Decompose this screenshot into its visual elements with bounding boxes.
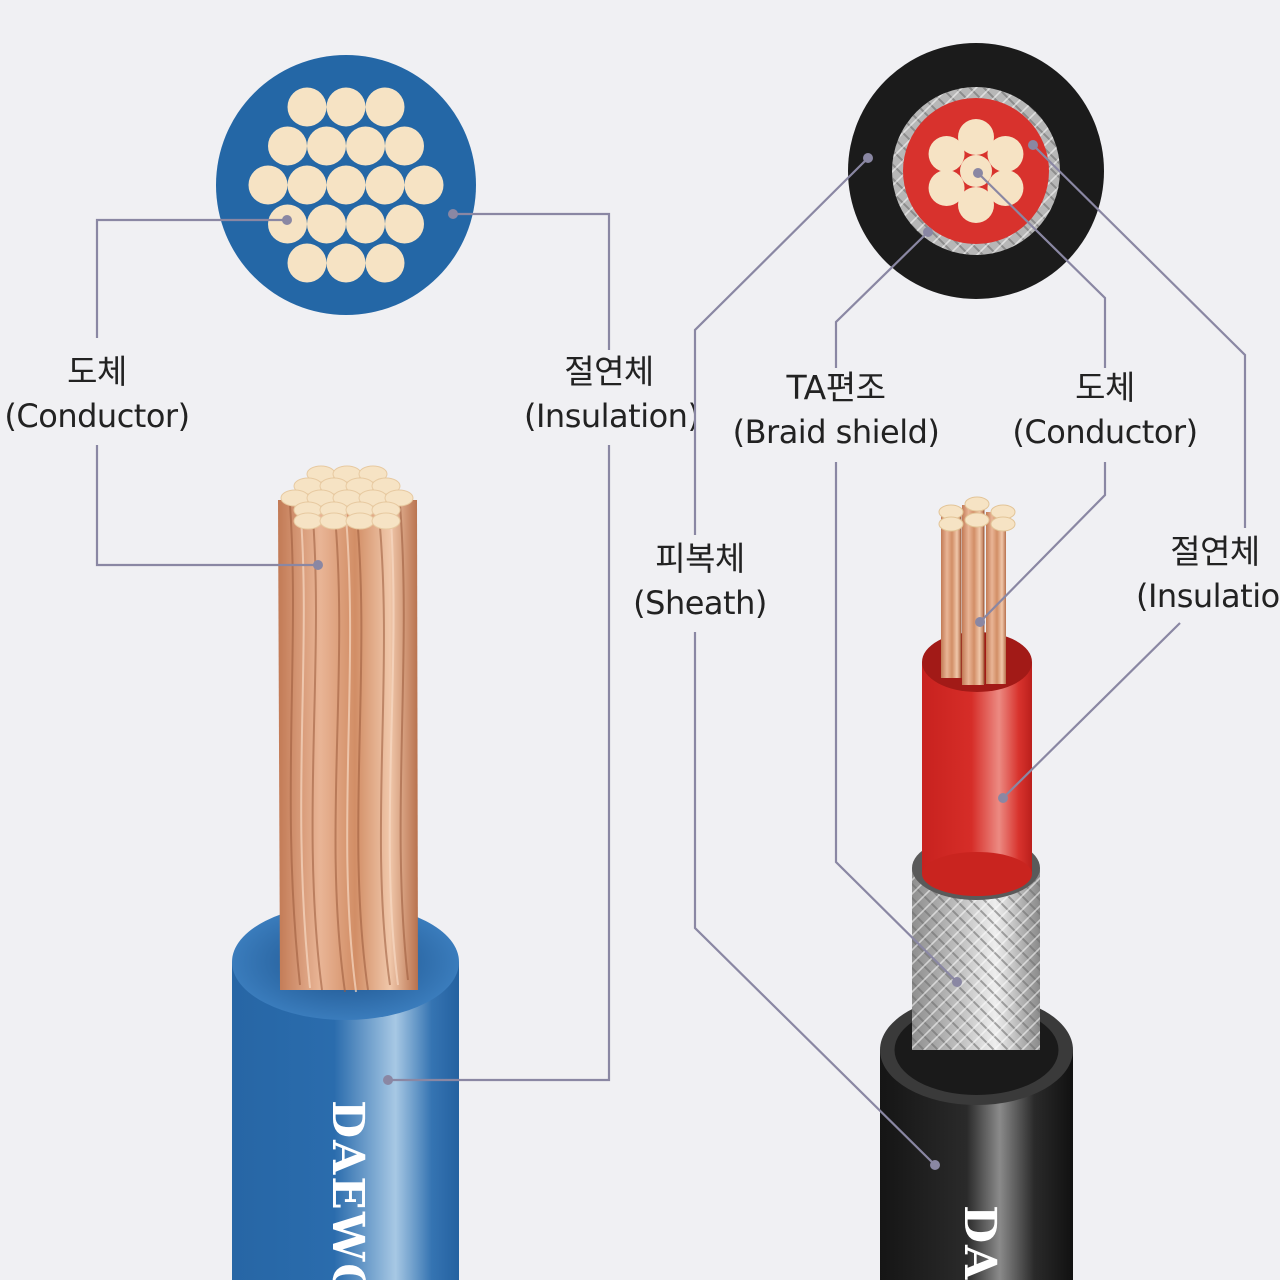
left-cable-body: DAEWO — [232, 465, 459, 1280]
conductor-strand — [987, 136, 1024, 172]
left-insulation-label: 절연체 (Insulation) — [524, 350, 694, 438]
right-cable-body: DAE — [880, 496, 1073, 1280]
right-conductor-label: 도체 (Conductor) — [1005, 366, 1205, 454]
left-conductor-label-en: (Conductor) — [4, 397, 190, 435]
conductor-strand-end — [990, 516, 1016, 532]
conductor-strand-end — [964, 496, 990, 512]
conductor-strand-end — [371, 512, 401, 530]
conductor-strand — [987, 170, 1024, 206]
conductor-strand — [307, 126, 346, 166]
conductor-strand-end — [345, 512, 375, 530]
conductor-strand-end — [293, 512, 323, 530]
conductor-strand — [404, 165, 444, 205]
conductor-strand — [326, 165, 366, 205]
conductor-strand — [385, 126, 424, 166]
conductor-strand — [326, 243, 366, 283]
conductor-strand-end — [319, 512, 349, 530]
conductor-strand — [928, 170, 965, 206]
conductor-strand — [268, 126, 307, 166]
conductor-strand — [928, 136, 965, 172]
right-conductor-label-en: (Conductor) — [1012, 413, 1198, 451]
conductor-strand — [287, 243, 327, 283]
right-braid-label-en: (Braid shield) — [732, 413, 940, 451]
right-braid-label: TA편조 (Braid shield) — [728, 366, 944, 454]
right-sheath-label-ko: 피복체 — [655, 539, 745, 578]
conductor-strand — [287, 165, 327, 205]
right-cable-brand-text: DAE — [954, 1205, 1005, 1280]
right-insulation-label: 절연체 (Insulatio — [1136, 530, 1280, 618]
conductor-strand — [326, 87, 366, 127]
conductor-strand-end — [371, 477, 401, 495]
left-conductor-label: 도체 (Conductor) — [0, 350, 194, 438]
leader-dots — [282, 140, 1038, 1170]
left-insulation-label-en: (Insulation) — [524, 397, 694, 435]
right-insulation-label-en: (Insulatio — [1136, 577, 1280, 615]
conductor-strand — [365, 165, 405, 205]
right-sheath-label-en: (Sheath) — [633, 584, 767, 622]
conductor-strand — [346, 204, 385, 244]
left-cable-cross-section — [216, 55, 476, 315]
leader-lines — [95, 144, 1247, 1166]
left-insulation-label-ko: 절연체 — [564, 352, 654, 391]
conductor-strand-end — [938, 516, 964, 532]
right-braid-label-ko: TA편조 — [786, 368, 886, 407]
conductor-strand — [248, 165, 288, 205]
conductor-strand — [307, 204, 346, 244]
conductor-strand — [385, 204, 424, 244]
conductor-strand-end — [384, 489, 414, 507]
conductor-strand-end — [358, 465, 388, 483]
left-cable-brand-text: DAEWO — [322, 1100, 373, 1280]
conductor-strand-end — [964, 512, 990, 528]
right-insulation-label-ko: 절연체 — [1170, 532, 1260, 571]
conductor-strand — [365, 87, 405, 127]
conductor-strand — [365, 243, 405, 283]
conductor-strand — [346, 126, 385, 166]
right-sheath-label: 피복체 (Sheath) — [625, 537, 775, 625]
conductor-strand — [958, 187, 994, 223]
conductor-strand — [958, 119, 994, 155]
right-conductor-label-ko: 도체 — [1075, 368, 1135, 407]
conductor-strand — [287, 87, 327, 127]
left-conductor-label-ko: 도체 — [67, 352, 127, 391]
